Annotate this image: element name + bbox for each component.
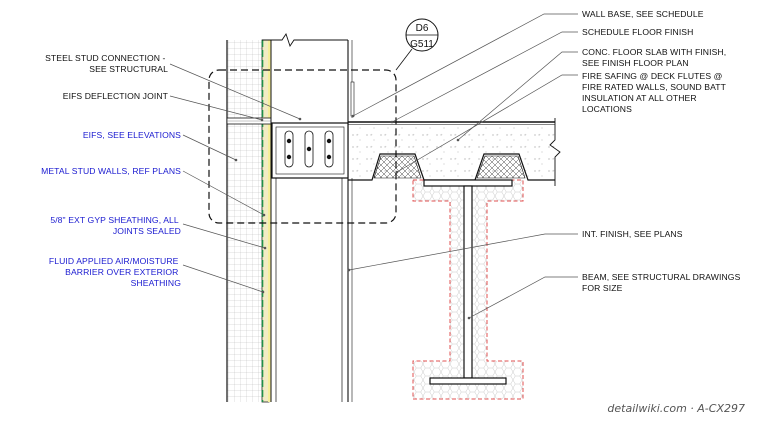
label-eifs-deflection-joint: EIFS DEFLECTION JOINT <box>63 91 169 101</box>
label-eifs-see-elevations: EIFS, SEE ELEVATIONS <box>83 130 181 140</box>
label-ext-gyp-sheathing: 5/8" EXT GYP SHEATHING, ALL JOINTS SEALE… <box>50 215 181 236</box>
label-schedule-floor-finish: SCHEDULE FLOOR FINISH <box>582 27 693 37</box>
leader-arrowheads <box>234 114 471 320</box>
label-steel-stud-connection: STEEL STUD CONNECTION - SEE STRUCTURAL <box>45 53 168 74</box>
eifs-insulation <box>226 40 262 402</box>
source-credit: detailwiki.com · A-CX297 <box>607 402 745 415</box>
metal-stud-wall <box>262 32 355 402</box>
steel-beam <box>412 179 524 400</box>
enlarged-detail-boundary <box>208 69 397 224</box>
left-annotations: STEEL STUD CONNECTION - SEE STRUCTURAL E… <box>41 53 181 288</box>
label-int-finish: INT. FINISH, SEE PLANS <box>582 229 683 239</box>
label-wall-base: WALL BASE, SEE SCHEDULE <box>582 9 704 19</box>
detail-callout-tag[interactable]: D6 G511 <box>395 18 439 71</box>
stud-connection-clip <box>271 122 349 179</box>
label-conc-floor-slab: CONC. FLOOR SLAB WITH FINISH, SEE FINISH… <box>582 47 729 68</box>
eifs-deflection-joint <box>226 117 272 125</box>
exterior-sheathing <box>261 39 272 403</box>
label-air-moisture-barrier: FLUID APPLIED AIR/MOISTURE BARRIER OVER … <box>49 256 181 288</box>
detail-sheet: G511 <box>410 39 434 50</box>
right-annotations: WALL BASE, SEE SCHEDULE SCHEDULE FLOOR F… <box>582 9 743 293</box>
label-beam-structural: BEAM, SEE STRUCTURAL DRAWINGS FOR SIZE <box>582 272 743 293</box>
fire-safing <box>373 155 526 179</box>
label-metal-stud-walls: METAL STUD WALLS, REF PLANS <box>41 166 181 176</box>
leader-lines <box>169 13 578 319</box>
label-fire-safing: FIRE SAFING @ DECK FLUTES @ FIRE RATED W… <box>582 71 728 114</box>
detail-number: D6 <box>416 23 429 34</box>
